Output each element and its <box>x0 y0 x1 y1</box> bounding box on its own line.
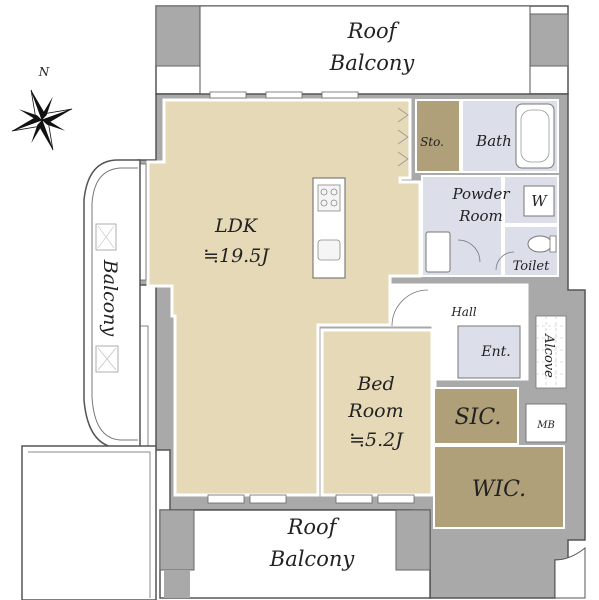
bathtub-icon <box>515 103 555 169</box>
hall-area <box>391 239 567 391</box>
ldk-room <box>146 98 422 497</box>
roof-balcony-bottom-line1: Roof <box>287 515 340 539</box>
vanity-icon <box>425 231 451 273</box>
compass-icon <box>11 89 73 151</box>
powder-room-line2: Room <box>458 207 503 225</box>
entrance <box>457 325 521 379</box>
bedroom-size: ≒5.2J <box>349 429 404 451</box>
toilet-icon <box>527 235 553 253</box>
alcove <box>535 315 567 389</box>
ldk-name: LDK <box>214 215 259 237</box>
sic-closet <box>433 387 519 445</box>
roof-balcony-bottom-line2: Balcony <box>269 547 356 571</box>
compass-north-label: N <box>38 65 50 79</box>
powder-room-line1: Powder <box>451 185 510 203</box>
sic-label: SIC. <box>455 405 502 430</box>
wic-label: WIC. <box>472 477 526 502</box>
hall-label: Hall <box>450 305 476 319</box>
stove-icon <box>317 184 341 212</box>
wic-closet <box>433 445 565 529</box>
bedroom-line2: Room <box>347 400 403 422</box>
washer-box <box>523 185 555 217</box>
roof-balcony-top <box>155 5 569 95</box>
toilet-label: Toilet <box>513 259 550 274</box>
entrance-label: Ent. <box>480 344 510 360</box>
side-balcony-label: Balcony <box>99 259 121 337</box>
roof-balcony-bottom <box>159 509 586 599</box>
bedroom <box>320 328 434 497</box>
bedroom-line1: Bed <box>356 373 394 395</box>
wet-areas <box>415 99 559 277</box>
closets <box>433 387 567 529</box>
washer-label: W <box>531 192 548 210</box>
storage-room <box>415 99 461 173</box>
lower-left-terrace <box>21 445 157 600</box>
mb-label: MB <box>536 420 555 431</box>
side-balcony <box>83 159 141 449</box>
mb-box <box>525 403 567 443</box>
bath-label: Bath <box>475 132 512 150</box>
roof-balcony-top-line2: Balcony <box>329 51 416 75</box>
sink-icon <box>317 239 341 261</box>
windows <box>137 91 415 504</box>
alcove-label: Alcove <box>541 333 556 378</box>
toilet-room <box>503 225 559 277</box>
roof-balcony-top-line1: Roof <box>347 19 400 43</box>
storage-label: Sto. <box>420 135 444 149</box>
ldk-size: ≒19.5J <box>203 245 270 267</box>
